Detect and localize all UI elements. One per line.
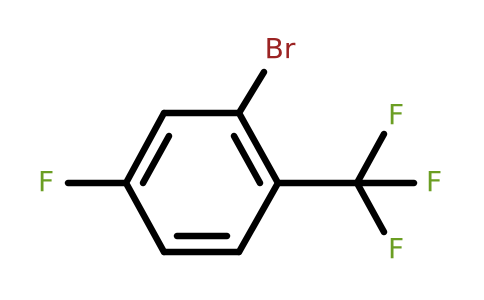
fluorine-cf3-top-label: F — [388, 98, 404, 131]
ring-bond-c6-c1 — [235, 109, 282, 187]
ring-bond-c3-c4 — [122, 179, 168, 256]
bond-cf3-fluorine-bottom — [353, 179, 388, 236]
fluorine-cf3-right-label: F — [426, 165, 442, 198]
ring-bond-c5-c6 — [235, 179, 282, 256]
bond-c1-bromine — [235, 68, 268, 117]
fluorine-cf3-bottom-label: F — [388, 232, 404, 265]
inner-double-bond-left — [139, 132, 173, 187]
fluorine-ring-label: F — [38, 165, 54, 198]
bond-cf3-fluorine-top — [353, 130, 388, 187]
ring-bond-c2-c3 — [122, 109, 168, 187]
inner-double-bond-right — [230, 132, 264, 187]
bromine-label: Br — [265, 32, 296, 65]
